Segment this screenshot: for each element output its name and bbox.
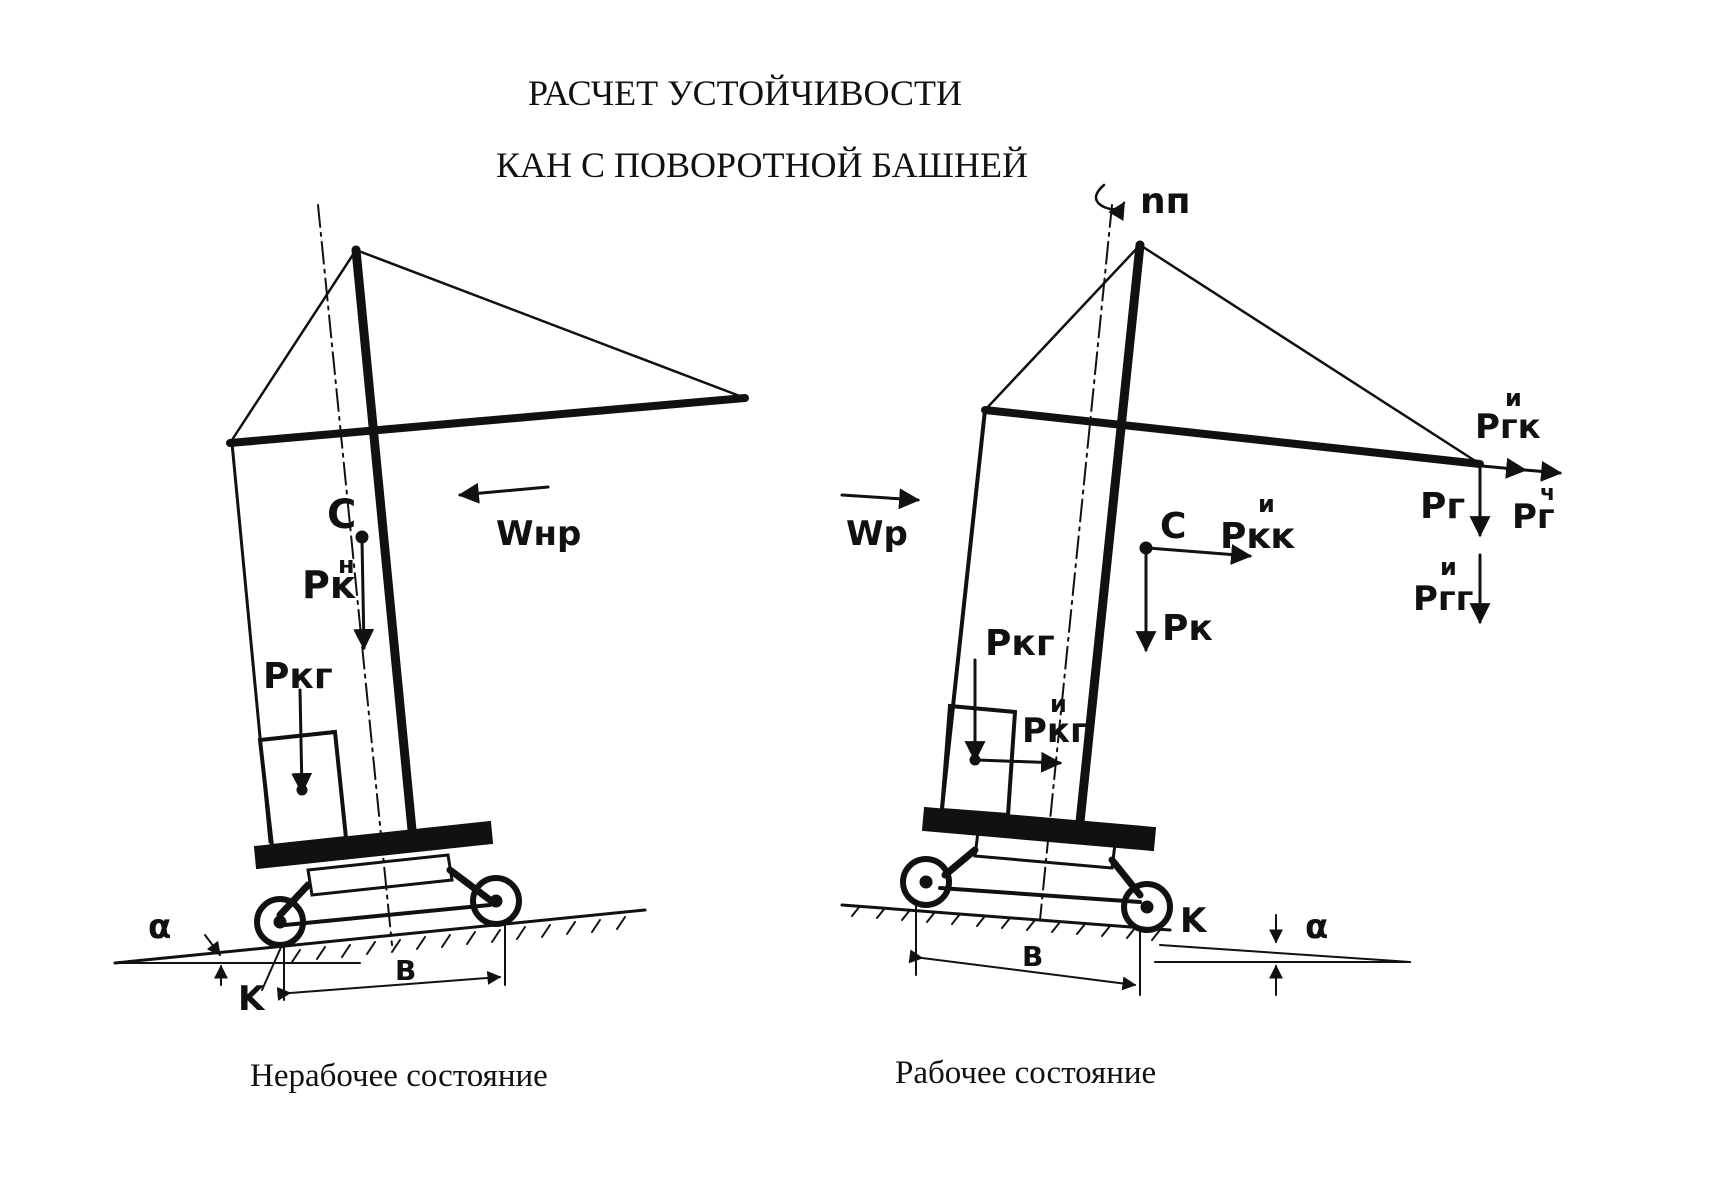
left-label-pk: Pᴋ xyxy=(302,563,356,607)
left-dim-b-line xyxy=(276,970,502,1001)
left-tower-mast xyxy=(351,245,417,835)
right-label-alpha: α xyxy=(1305,907,1328,947)
right-label-wind: Wр xyxy=(846,514,908,554)
title-line-2: КАН С ПОВОРОТНОЙ БАШНЕЙ xyxy=(496,145,1028,185)
right-dim-b-line xyxy=(908,949,1137,991)
left-leg-right xyxy=(446,866,494,904)
left-counterweight-dot xyxy=(296,784,308,796)
right-stay-left xyxy=(983,243,1142,412)
right-label-pg-centrifugal-sup: ч xyxy=(1540,481,1555,506)
left-counterweight-arrow xyxy=(291,688,313,795)
right-platform xyxy=(921,806,1157,852)
left-label-pk-sup: н xyxy=(338,551,355,579)
left-ground-hatching xyxy=(291,916,626,963)
right-inertia-crane-arrow xyxy=(1146,544,1253,565)
right-load-inertia-horiz-arrow xyxy=(1480,457,1528,479)
right-caption: Рабочее состояние xyxy=(895,1055,1157,1091)
right-wheel-left xyxy=(900,856,952,908)
right-label-pgk: Pгк xyxy=(1475,407,1541,447)
left-wheel-right xyxy=(470,875,522,927)
right-ground-hatching xyxy=(851,905,1161,941)
title-line-1: РАСЧЕТ УСТОЙЧИВОСТИ xyxy=(528,73,962,113)
right-axis-line xyxy=(1039,204,1113,921)
left-boom xyxy=(226,394,749,447)
right-label-pgg: Pгг xyxy=(1413,579,1473,619)
right-label-pg-centrifugal: Pг xyxy=(1512,497,1555,537)
left-axle-beam xyxy=(283,903,492,927)
right-axle-beam xyxy=(938,886,1142,904)
left-weight-arrow xyxy=(353,538,375,651)
right-label-k: K xyxy=(1180,901,1208,941)
left-angle-arrow-top xyxy=(204,934,221,957)
right-label-pgg-sup: и xyxy=(1440,553,1457,581)
right-label-b: B xyxy=(1022,940,1043,973)
right-label-pkg-inertia-sup: и xyxy=(1050,690,1067,718)
right-label-pkg-inertia: Pкг xyxy=(1022,711,1088,751)
right-label-c: C xyxy=(1160,506,1186,547)
right-label-pkk: Pᴋᴋ xyxy=(1220,516,1295,557)
left-platform xyxy=(253,820,494,870)
left-tip-leader xyxy=(261,944,283,991)
right-counterweight-inertia-arrow xyxy=(975,751,1063,773)
left-caption: Нерабочее состояние xyxy=(250,1058,548,1094)
left-stay-right xyxy=(354,248,747,400)
left-label-b: B xyxy=(395,954,416,987)
right-label-pk: Pк xyxy=(1162,608,1213,649)
left-leg-left xyxy=(276,881,312,919)
right-slope-reference xyxy=(1159,944,1411,963)
right-label-pkk-sup: и xyxy=(1258,490,1275,518)
right-boom xyxy=(981,406,1484,468)
right-wheel-right xyxy=(1121,881,1173,933)
right-stay-right xyxy=(1138,243,1482,466)
right-leg-left xyxy=(941,846,979,879)
right-label-rotation: nп xyxy=(1140,181,1191,222)
left-wheel-left xyxy=(254,896,306,948)
left-label-alpha: α xyxy=(148,907,171,947)
left-label-c: C xyxy=(327,492,356,538)
right-ground-slope xyxy=(840,903,1172,932)
right-load-centrifugal-arrow xyxy=(1523,460,1563,482)
right-label-pgk-sup: и xyxy=(1505,384,1522,412)
right-wind-arrow xyxy=(840,488,921,510)
left-label-pkg: Pкг xyxy=(263,656,333,697)
left-label-k: K xyxy=(238,979,266,1019)
right-rotation-symbol xyxy=(1094,183,1126,222)
left-ground-slope xyxy=(113,908,647,965)
right-crane xyxy=(840,183,1563,996)
left-wind-arrow xyxy=(457,482,550,504)
left-label-wind: Wнр xyxy=(496,514,581,554)
left-axis-line xyxy=(317,204,393,946)
right-label-pkg: Pкг xyxy=(985,623,1055,664)
right-tower-mast xyxy=(1075,240,1145,827)
left-crane xyxy=(113,204,749,1001)
right-label-pg: Pг xyxy=(1420,486,1465,527)
left-stay-left xyxy=(228,248,358,445)
